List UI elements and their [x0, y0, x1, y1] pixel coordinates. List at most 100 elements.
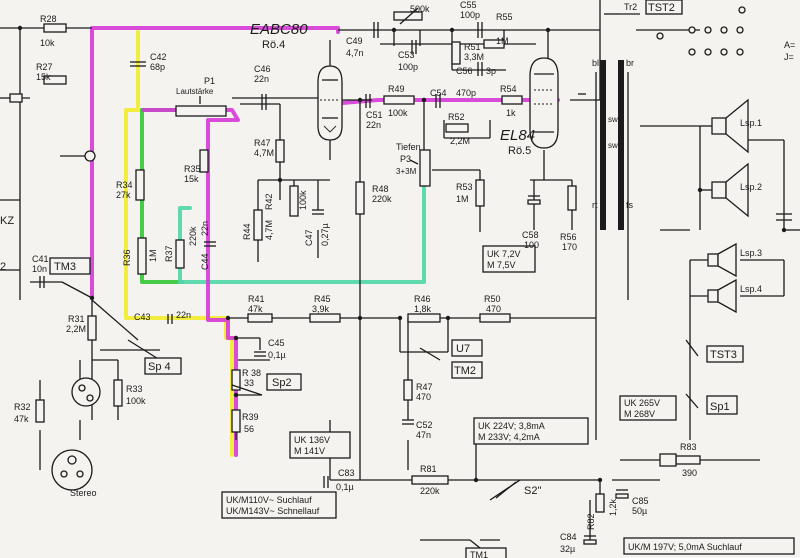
c44-val: 22n [200, 221, 210, 236]
c56-name: C56 [456, 66, 473, 76]
c84-name: C84 [560, 532, 577, 542]
volume-pot-body [175, 105, 227, 117]
r52-val: 2,2M [450, 136, 470, 146]
speaker-lsp3 [707, 242, 737, 278]
c43-val: 22n [176, 310, 191, 320]
pot-p1-id: P1 [204, 76, 215, 86]
r31-name: R31 [68, 314, 85, 324]
r53-name: R53 [456, 182, 473, 192]
r47b-name: R47 [416, 382, 433, 392]
tube-labels: EABC80 Rö.4 EL84 Rö.5 [250, 21, 535, 157]
c44-name: C44 [200, 253, 210, 270]
c83-name: C83 [338, 468, 355, 478]
r48-name: R48 [372, 184, 389, 194]
lsp2-label: Lsp.2 [740, 182, 762, 192]
r56-name: R56 [560, 232, 577, 242]
r52-name: R52 [448, 112, 465, 122]
c53-name: C53 [398, 50, 415, 60]
c56-val: 3p [486, 66, 496, 76]
r46-name: R46 [414, 294, 431, 304]
output-transformer [600, 60, 624, 230]
r31-val: 2,2M [66, 324, 86, 334]
u7-label: U7 [456, 343, 470, 355]
resistor-labels: R28 10k R27 15k R34 27k R35 15k R36 1M R… [14, 12, 697, 530]
pot-p3-val: 3+3M [396, 167, 417, 176]
uk136-line1: UK 136V [294, 435, 330, 445]
tube-el84-sub: Rö.5 [508, 145, 531, 157]
r49-name: R49 [388, 84, 405, 94]
c58-val: 100 [524, 240, 539, 250]
r50-name: R50 [484, 294, 501, 304]
r27-name: R27 [36, 62, 53, 72]
r56-val: 170 [562, 242, 577, 252]
r47a-name: R47 [254, 138, 271, 148]
tst2-label: TST2 [648, 2, 675, 14]
uk224-line2: M 233V; 4,2mA [478, 432, 540, 442]
r42-val: 100k [298, 190, 308, 210]
c42-val: 68p [150, 62, 165, 72]
r39-val: 56 [244, 424, 254, 434]
c45-val: 0,1µ [268, 350, 286, 360]
c43-name: C43 [134, 312, 151, 322]
sp2-label: Sp2 [272, 377, 292, 389]
c85-val: 50µ [632, 506, 647, 516]
r51-val: 3,3M [464, 52, 484, 62]
resistor-bodies [9, 23, 701, 513]
r83-name: R83 [680, 442, 697, 452]
r82-val: 1,2k [608, 498, 618, 516]
uk265-line1: UK 265V [624, 398, 660, 408]
r33-val: 100k [126, 396, 146, 406]
r34-val: 27k [116, 190, 131, 200]
uk136-line2: M 141V [294, 446, 325, 456]
c47-val: 0,27µ [320, 223, 330, 246]
tube-eabc80-name: EABC80 [250, 21, 308, 38]
c51-name: C51 [366, 110, 383, 120]
capacitor-labels: C42 68p C46 22n C49 4,7n C53 100p C55 10… [32, 0, 649, 554]
capacitor-plates [39, 22, 792, 545]
tube-eabc80-sub: Rö.4 [262, 39, 285, 51]
r45-name: R45 [314, 294, 331, 304]
tr2-label: Tr2 [624, 2, 637, 12]
r34-name: R34 [116, 180, 133, 190]
c46-val: 22n [254, 74, 269, 84]
uk224-line1: UK 224V; 3,8mA [478, 421, 545, 431]
r27-val: 15k [36, 72, 51, 82]
r35-name: R35 [184, 164, 201, 174]
r50-val: 470 [486, 304, 501, 314]
el84-voltage-uk: UK 7,2V [487, 249, 521, 259]
el84-voltage-m: M 7,5V [487, 260, 516, 270]
potentiometers [175, 7, 431, 187]
r28-val: 10k [40, 38, 55, 48]
r82-name: R82 [586, 513, 596, 530]
c85-name: C85 [632, 496, 649, 506]
c46-name: C46 [254, 64, 271, 74]
pot-p1-label: Lautstärke [176, 87, 214, 96]
junction-dots [17, 25, 787, 483]
speaker-lsp4 [707, 278, 737, 314]
uk197-line1: UK/M 197V; 5,0mA Suchlauf [628, 542, 742, 552]
r46-val: 1,8k [414, 304, 432, 314]
sw1-label: sw [608, 115, 618, 124]
sw2-label: sw [608, 141, 618, 150]
voltage-texts: UK 7,2V M 7,5V UK 136V M 141V UK 224V; 3… [226, 249, 742, 552]
lsp4-label: Lsp.4 [740, 284, 762, 294]
c45-name: C45 [268, 338, 285, 348]
kz-label: KZ [0, 215, 14, 227]
r37-val: 220k [188, 226, 198, 246]
tm3-label: TM3 [54, 261, 76, 273]
speaker-lsp2 [711, 162, 749, 218]
r55-val: 1M [496, 36, 509, 46]
uk265-line2: M 268V [624, 409, 655, 419]
r44-val: 4,7M [264, 220, 274, 240]
r36-val: 1M [148, 249, 158, 262]
br-label: br [626, 58, 634, 68]
r38-val: 33 [244, 378, 254, 388]
pot-500k-val: 500k [410, 4, 430, 14]
lsp3-label: Lsp.3 [740, 248, 762, 258]
speaker-lsp1 [711, 98, 749, 154]
c52-name: C52 [416, 420, 433, 430]
r53-val: 1M [456, 194, 469, 204]
